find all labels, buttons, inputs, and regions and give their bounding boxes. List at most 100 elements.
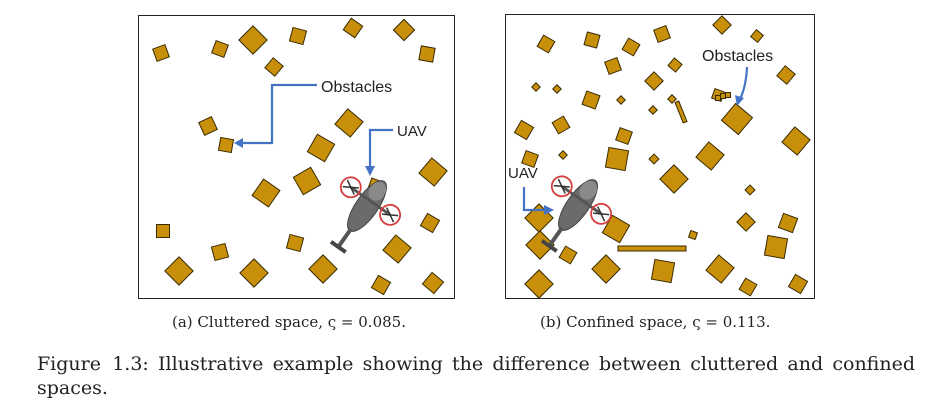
obstacle-block — [615, 127, 633, 145]
obstacles-group — [513, 15, 811, 299]
obstacle-block — [581, 90, 601, 110]
obstacle-block — [217, 136, 235, 154]
rotor-blade-icon — [593, 206, 610, 222]
obstacle-block — [239, 258, 269, 288]
obstacle-block — [419, 212, 441, 234]
uav-arm — [349, 186, 391, 217]
obstacle-block — [531, 82, 541, 92]
obstacle-block — [558, 150, 568, 160]
obstacle-block — [558, 245, 578, 265]
obstacle-block — [552, 84, 562, 94]
confined-space-diagram: Obstacles UAV — [508, 15, 811, 299]
obstacle-block — [725, 92, 731, 98]
obstacle-block — [382, 234, 412, 264]
uav-cockpit — [579, 180, 598, 200]
obstacle-block — [210, 242, 230, 262]
arrowhead-icon — [365, 166, 375, 176]
obstacle-block — [687, 229, 699, 241]
obstacle-block — [653, 25, 671, 43]
obstacle-block — [781, 126, 811, 156]
panel-cluttered-space: Obstacles UAV — [138, 15, 455, 299]
obstacle-block — [720, 93, 726, 99]
obstacle-block — [285, 233, 305, 253]
obstacle-block — [152, 44, 170, 62]
arrowhead-icon — [735, 95, 744, 106]
obstacle-block — [604, 146, 630, 172]
uav-tail-boom — [336, 227, 353, 249]
obstacle-block — [251, 178, 281, 208]
obstacle-block — [156, 224, 170, 238]
arrowhead-icon — [544, 205, 554, 215]
obstacle-block — [621, 37, 641, 57]
uav-label: UAV — [397, 123, 427, 140]
uav-cockpit — [368, 181, 387, 201]
uav-tail-boom — [547, 226, 564, 248]
obstacle-block — [777, 212, 799, 234]
uav-icon — [329, 176, 402, 254]
obstacle-block — [720, 102, 754, 136]
obstacle-block — [787, 273, 809, 295]
obstacle-block — [238, 25, 268, 55]
obstacle-block — [715, 95, 721, 101]
uav-arrow-icon — [522, 187, 546, 212]
obstacle-block — [744, 184, 756, 196]
obstacle-block — [667, 57, 683, 73]
obstacle-block — [667, 94, 677, 104]
rotor-guard-icon — [339, 176, 362, 199]
obstacle-block — [513, 119, 535, 141]
uav-tail-fin — [329, 240, 347, 254]
panel-confined-space: Obstacles UAV — [505, 14, 815, 299]
obstacle-block — [521, 150, 539, 168]
uav-arm — [560, 185, 602, 216]
uav-arrow-icon — [368, 128, 393, 168]
obstacles-arrow-icon — [739, 66, 749, 100]
obstacle-block — [695, 141, 725, 171]
obstacle-block — [211, 40, 229, 58]
obstacle-block — [536, 34, 556, 54]
obstacle-block — [524, 269, 554, 299]
obstacle-block — [551, 115, 571, 135]
obstacle-block — [306, 133, 336, 163]
rotor-blade-icon — [342, 179, 359, 195]
obstacle-block — [334, 108, 364, 138]
obstacles-group — [152, 17, 448, 296]
obstacle-block — [604, 57, 622, 75]
obstacle-block — [749, 28, 765, 44]
uav-label: UAV — [508, 165, 538, 182]
obstacle-block — [198, 116, 218, 136]
obstacle-block — [712, 15, 732, 35]
obstacle-block — [648, 153, 660, 165]
obstacle-block — [644, 71, 664, 91]
obstacle-block — [164, 256, 194, 286]
rotor-blade-icon — [382, 207, 399, 223]
rotor-guard-icon — [550, 175, 573, 198]
obstacle-block — [776, 65, 796, 85]
subfigure-caption-b: (b) Confined space, ς = 0.113. — [540, 313, 771, 331]
obstacle-block — [705, 254, 735, 284]
obstacle-block — [601, 214, 631, 244]
rotor-guard-icon — [590, 202, 613, 225]
obstacle-block — [650, 258, 676, 284]
wall-bar-obstacle — [617, 245, 687, 252]
obstacle-block — [525, 230, 555, 260]
obstacle-block — [616, 95, 626, 105]
cluttered-space-diagram: Obstacles UAV — [152, 17, 448, 296]
obstacle-block — [738, 277, 758, 297]
obstacle-block — [308, 254, 338, 284]
obstacle-block — [648, 105, 658, 115]
obstacles-arrow-icon — [241, 83, 317, 145]
figure-caption-label: Figure 1.3: — [37, 353, 149, 375]
obstacle-block — [659, 164, 689, 194]
obstacles-label: Obstacles — [321, 79, 392, 96]
obstacle-block — [591, 254, 621, 284]
obstacles-label: Obstacles — [702, 48, 773, 65]
arrowhead-icon — [234, 138, 243, 148]
rotor-blade-icon — [553, 178, 570, 194]
obstacle-block — [763, 234, 789, 260]
obstacle-block — [736, 212, 756, 232]
obstacle-block — [418, 157, 448, 187]
obstacle-block — [421, 271, 445, 295]
rotor-guard-icon — [379, 203, 402, 226]
obstacle-block — [583, 31, 601, 49]
uav-icon — [540, 175, 613, 253]
